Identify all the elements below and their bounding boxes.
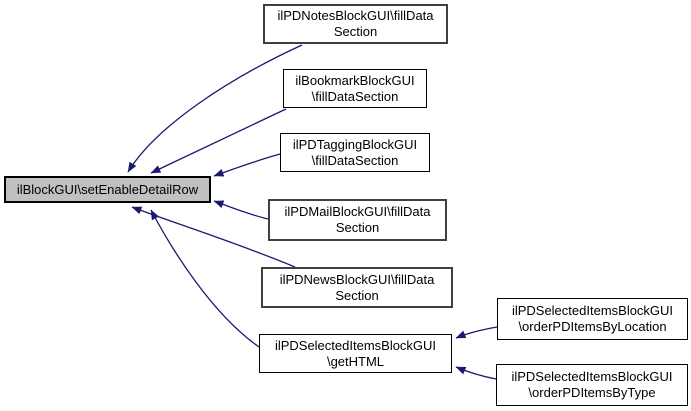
edge-ilpdnewsblockgui-filldatasection-to-ilblockgui-setenabledetailrow: [131, 206, 296, 268]
edge-ilpdselecteditemsblockgui-orderpditemsbytype-to-ilpdselecteditemsblockgui-gethtml: [455, 366, 497, 380]
node-label-line: ilPDNotesBlockGUI\fillData: [277, 8, 434, 23]
edge-ilpdselecteditemsblockgui-gethtml-to-ilblockgui-setenabledetailrow: [150, 209, 260, 348]
node-label-line: Section: [335, 287, 379, 303]
node-label-line: ilPDSelectedItemsBlockGUI: [511, 303, 674, 318]
node-label-line: \orderPDItemsByLocation: [518, 319, 667, 334]
edge-ilbookmarkblockgui-filldatasection-to-ilblockgui-setenabledetailrow: [150, 108, 287, 174]
node-label-line: \fillDataSection: [311, 152, 399, 168]
graph-node-ilbookmarkblockgui-filldatasection[interactable]: ilBookmarkBlockGUI\fillDataSection: [283, 69, 427, 108]
edge-ilpdnotesblockgui-filldatasection-to-ilblockgui-setenabledetailrow: [127, 44, 303, 173]
node-label-line: ilBookmarkBlockGUI: [295, 72, 415, 88]
graph-node-ilpdtaggingblockgui-filldatasection[interactable]: ilPDTaggingBlockGUI\fillDataSection: [280, 133, 430, 172]
node-label-line: \getHTML: [326, 353, 385, 369]
node-label-line: ilPDSelectedItemsBlockGUI: [511, 369, 673, 384]
node-label-line: \fillDataSection: [311, 88, 399, 104]
graph-node-ilblockgui-setenabledetailrow[interactable]: ilBlockGUI\setEnableDetailRow: [4, 176, 211, 203]
graph-node-ilpdselecteditemsblockgui-orderpditemsbytype[interactable]: ilPDSelectedItemsBlockGUI\orderPDItemsBy…: [496, 364, 688, 406]
node-label-line: ilBlockGUI\setEnableDetailRow: [16, 181, 199, 197]
node-label-line: ilPDMailBlockGUI\fillData: [284, 204, 431, 219]
edge-ilpdmailblockgui-filldatasection-to-ilblockgui-setenabledetailrow: [213, 200, 269, 220]
graph-node-ilpdselecteditemsblockgui-orderpditemsbylocation[interactable]: ilPDSelectedItemsBlockGUI\orderPDItemsBy…: [497, 298, 688, 340]
node-label-line: ilPDSelectedItemsBlockGUI: [274, 337, 437, 353]
node-label-line: Section: [333, 24, 378, 39]
node-label-line: \orderPDItemsByType: [528, 385, 656, 400]
graph-node-ilpdselecteditemsblockgui-gethtml[interactable]: ilPDSelectedItemsBlockGUI\getHTML: [259, 334, 452, 373]
edge-ilpdselecteditemsblockgui-orderpditemsbylocation-to-ilpdselecteditemsblockgui-gethtml: [455, 326, 498, 339]
node-label-line: ilPDTaggingBlockGUI: [292, 136, 418, 152]
node-label-line: ilPDNewsBlockGUI\fillData: [279, 271, 435, 287]
edge-ilpdtaggingblockgui-filldatasection-to-ilblockgui-setenabledetailrow: [213, 153, 281, 177]
node-label-line: Section: [335, 220, 380, 235]
